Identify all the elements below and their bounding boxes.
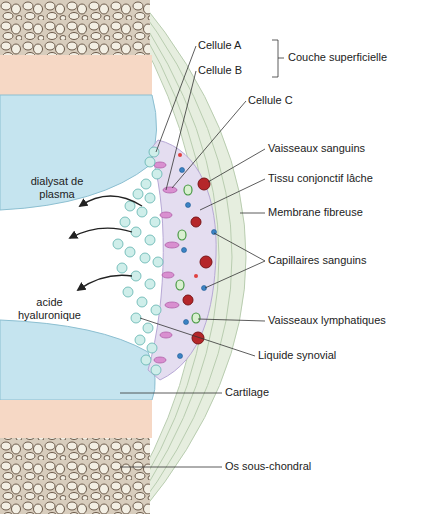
capillary (186, 203, 191, 208)
part-label: dialysat de plasma (22, 175, 92, 201)
capillary (178, 153, 182, 157)
flow-arrow (78, 275, 132, 290)
synovial-cell (131, 227, 141, 237)
synovial-cell (150, 217, 160, 227)
cell-c (154, 162, 166, 168)
lymphatic-vessel (192, 313, 200, 323)
leader-line (156, 46, 196, 152)
cell-c (162, 272, 174, 278)
cell-c (160, 212, 172, 218)
lymphatic-vessel (176, 280, 184, 290)
subchondral-bone (0, 438, 150, 514)
synovial-cell (120, 217, 130, 227)
blood-vessel (198, 178, 210, 190)
capillary (184, 320, 189, 325)
part-label: Cellule A (198, 39, 278, 52)
synovial-cell (117, 263, 127, 273)
synovial-cell (151, 365, 161, 375)
part-label: Capillaires sanguins (268, 254, 438, 267)
synovial-cell (145, 235, 155, 245)
part-label: Cellule B (198, 64, 278, 77)
part-label: Cellule C (248, 94, 338, 107)
leader-line (240, 213, 265, 214)
synovial-cell (143, 323, 153, 333)
synovial-cell (113, 239, 123, 249)
synovial-cell (125, 201, 135, 211)
leader-line (166, 71, 196, 190)
synovial-cell (147, 343, 157, 353)
bracket (272, 40, 284, 77)
blood-vessel (192, 332, 204, 344)
cell-c (165, 302, 179, 308)
leader-line (200, 179, 265, 210)
part-label: Vaisseaux sanguins (268, 142, 438, 155)
cell-c (163, 187, 177, 193)
capillary (178, 354, 183, 359)
leader-line (214, 233, 265, 261)
blood-vessel (191, 217, 201, 227)
part-label: Vaisseaux lymphatiques (268, 314, 438, 327)
cell-c (165, 242, 179, 248)
synovial-cell (140, 253, 150, 263)
capillary (180, 168, 185, 173)
synovial-cell (153, 257, 163, 267)
cartilage (0, 95, 157, 210)
blood-vessel (183, 295, 193, 305)
flow-arrow (70, 228, 132, 238)
synovial-cell (133, 189, 143, 199)
calcified-layer (0, 55, 152, 95)
synovial-cell (137, 207, 147, 217)
leader-line (205, 261, 265, 288)
leader-line (208, 149, 265, 182)
synovial-cell (145, 193, 155, 203)
blood-vessel (200, 256, 212, 268)
lymphatic-vessel (178, 230, 186, 240)
part-label: acide hyaluronique (12, 296, 87, 322)
leader-line (172, 101, 246, 188)
calcified-layer (0, 400, 152, 438)
part-label: Couche superficielle (288, 51, 438, 64)
leader-line (140, 318, 255, 356)
part-label: Os sous-chondral (225, 460, 375, 473)
part-label: Cartilage (225, 386, 375, 399)
synovial-cell (145, 157, 155, 167)
leader-line (198, 319, 265, 321)
part-label: Membrane fibreuse (268, 206, 438, 219)
synovial-cell (135, 335, 145, 345)
synovial-cell (151, 305, 161, 315)
synovial-cell (123, 287, 133, 297)
synovial-cell (152, 169, 162, 179)
synovial-cell (141, 355, 151, 365)
leader-line (120, 467, 222, 468)
synovial-cell (141, 179, 151, 189)
part-label: Liquide synovial (258, 349, 428, 362)
synovial-cell (145, 279, 155, 289)
capillary (182, 248, 187, 253)
synovial-cell (125, 247, 135, 257)
lymphatic-vessel (184, 185, 192, 195)
flow-arrow (80, 196, 142, 206)
subchondral-bone (0, 0, 150, 55)
synovial-cell (131, 271, 141, 281)
cell-c (154, 357, 166, 363)
synovial-cell (137, 297, 147, 307)
part-label: Tissu conjonctif lâche (268, 172, 438, 185)
leader-line (120, 393, 222, 394)
capillary (194, 274, 198, 278)
synovial-cell (131, 313, 141, 323)
cartilage (0, 320, 155, 400)
cell-c (160, 332, 172, 338)
